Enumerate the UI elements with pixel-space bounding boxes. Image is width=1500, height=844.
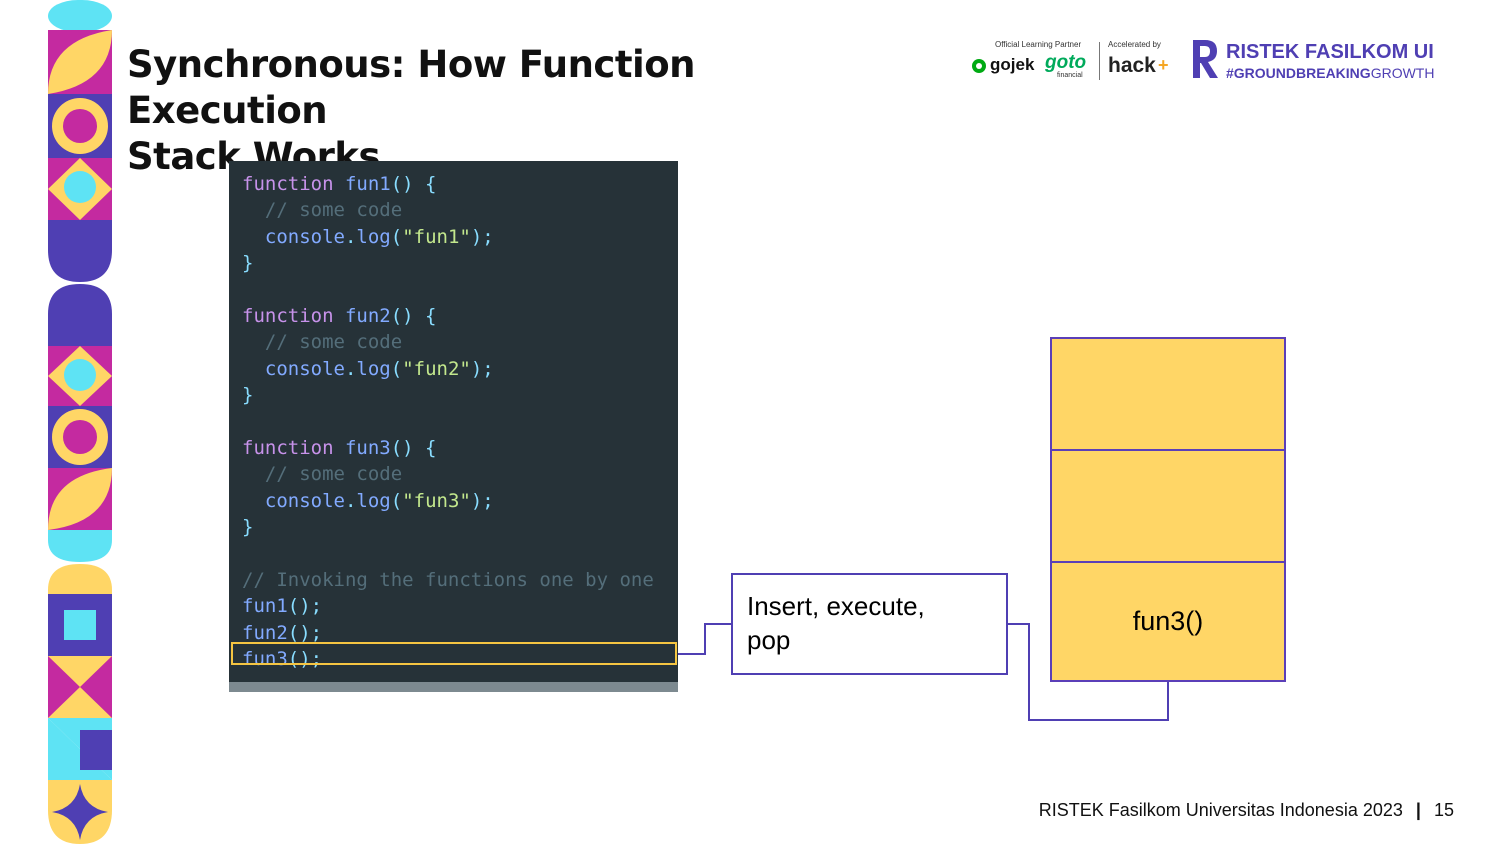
code-token: }	[242, 516, 254, 539]
code-line: // some code	[242, 329, 678, 355]
ristek-name: RISTEK FASILKOM UI	[1226, 41, 1434, 63]
code-token: fun2	[333, 304, 391, 327]
code-token: function	[242, 436, 334, 459]
connector-note-to-stack	[1008, 623, 1169, 721]
code-token: console	[242, 225, 345, 248]
connector-code-to-note	[678, 623, 731, 655]
stack-slot-middle	[1050, 449, 1286, 563]
code-line: console.log("fun2");	[242, 356, 678, 382]
footer: RISTEK Fasilkom Universitas Indonesia 20…	[1039, 800, 1454, 821]
code-token: log	[356, 357, 391, 380]
code-line: // Invoking the functions one by one	[242, 567, 678, 593]
code-line: console.log("fun1");	[242, 224, 678, 250]
code-token: () {	[390, 304, 437, 327]
code-token: ();	[287, 595, 323, 618]
code-token: log	[356, 489, 391, 512]
code-token: fun1	[333, 173, 391, 195]
code-line: }	[242, 382, 678, 408]
code-token: function	[242, 173, 334, 195]
code-token: ();	[287, 621, 323, 644]
code-token: // Invoking the functions one by one	[242, 568, 654, 591]
ristek-brand: RISTEK FASILKOM UI #GROUNDBREAKINGGROWTH	[1188, 38, 1468, 84]
footer-separator: |	[1415, 800, 1421, 820]
hack-plus-icon: +	[1158, 55, 1169, 75]
code-token: .	[344, 489, 357, 512]
code-line: fun1();	[242, 593, 678, 619]
partner-divider	[1099, 42, 1100, 80]
code-token: console	[242, 489, 345, 512]
ristek-hashtag-light: GROWTH	[1370, 65, 1435, 81]
page-number: 15	[1433, 800, 1454, 820]
gojek-logo-text: gojek	[990, 55, 1035, 74]
code-token: () {	[390, 173, 437, 195]
code-line: }	[242, 514, 678, 540]
gojek-logo-icon	[972, 59, 986, 73]
ristek-hashtag-bold: #GROUNDBREAKING	[1226, 65, 1371, 81]
note-line-2: pop	[747, 625, 791, 655]
code-token: (	[390, 225, 403, 248]
code-token: );	[470, 225, 494, 248]
partner-label: Official Learning Partner	[995, 40, 1082, 49]
code-token: );	[470, 357, 494, 380]
note-line-1: Insert, execute,	[747, 591, 925, 621]
code-line: fun2();	[242, 620, 678, 646]
slide-title: Synchronous: How Function Execution Stac…	[127, 42, 887, 180]
stack-slot-bottom: fun3()	[1050, 561, 1286, 682]
code-line: console.log("fun3");	[242, 488, 678, 514]
code-token: fun2	[242, 621, 288, 644]
code-token: (	[390, 489, 403, 512]
code-token: log	[356, 225, 391, 248]
partner-logos: Official Learning Partner gojek goto fin…	[965, 38, 1175, 84]
hack-logo-text: hack	[1108, 54, 1156, 77]
code-block: function fun1() { // some code console.l…	[229, 161, 678, 672]
code-token: console	[242, 357, 345, 380]
highlighted-line-fun3-call	[231, 642, 677, 665]
code-token: .	[344, 225, 357, 248]
code-line: }	[242, 250, 678, 276]
code-token: "fun1"	[402, 225, 471, 248]
code-token: .	[344, 357, 357, 380]
ristek-r-logo-icon	[1193, 40, 1218, 78]
note-box: Insert, execute, pop	[731, 573, 1008, 675]
code-token: }	[242, 252, 254, 275]
title-line-1: Synchronous: How Function Execution	[127, 43, 695, 132]
accelerator-label: Accelerated by	[1108, 40, 1161, 49]
code-token: "fun3"	[402, 489, 471, 512]
code-token: );	[470, 489, 494, 512]
decorative-pattern-strip	[48, 0, 112, 844]
stack-slot-top	[1050, 337, 1286, 451]
code-editor-panel: function fun1() { // some code console.l…	[229, 161, 678, 692]
code-token: fun1	[242, 595, 288, 618]
code-line: function fun1() {	[242, 171, 678, 197]
code-token: fun3	[333, 436, 391, 459]
code-token: (	[390, 357, 403, 380]
code-token: "fun2"	[402, 357, 471, 380]
code-panel-scrollbar	[229, 682, 678, 692]
code-token: function	[242, 304, 334, 327]
code-token: () {	[390, 436, 437, 459]
code-token: }	[242, 384, 254, 407]
goto-logo-subtext: financial	[1057, 72, 1083, 79]
ristek-hashtag: #GROUNDBREAKINGGROWTH	[1226, 65, 1434, 81]
footer-text: RISTEK Fasilkom Universitas Indonesia 20…	[1038, 800, 1403, 820]
code-line: // some code	[242, 461, 678, 487]
code-line: // some code	[242, 197, 678, 223]
code-token: // some code	[242, 199, 403, 222]
code-line: function fun2() {	[242, 303, 678, 329]
code-token: // some code	[242, 331, 403, 354]
goto-logo-text: goto	[1045, 52, 1087, 73]
code-line: function fun3() {	[242, 435, 678, 461]
code-token: // some code	[242, 463, 403, 486]
